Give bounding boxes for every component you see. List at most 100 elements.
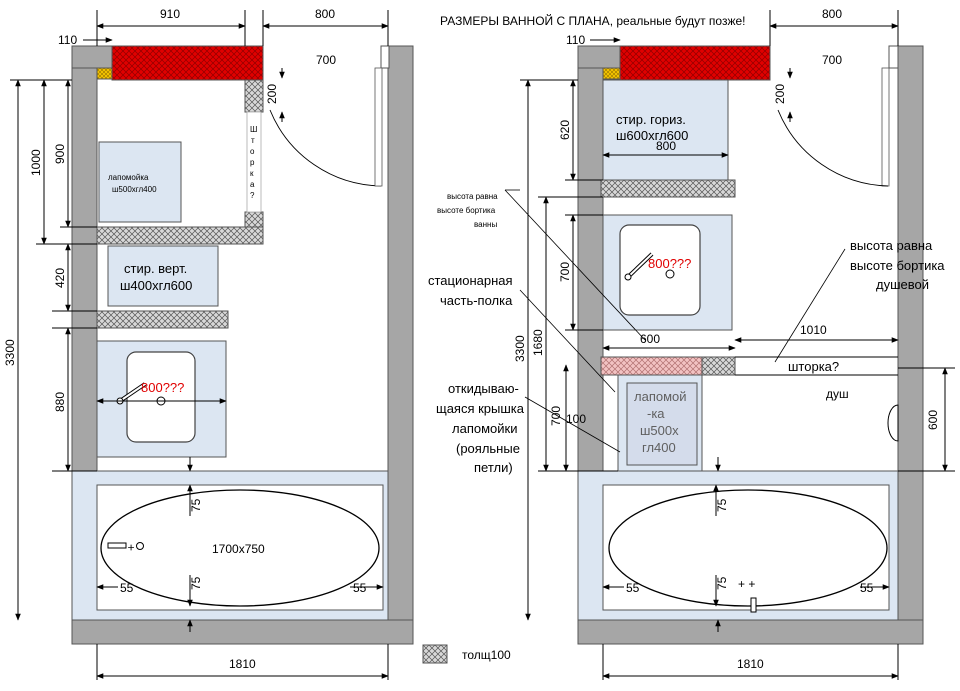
right-note-shower-1: высота равна bbox=[850, 238, 933, 253]
legend-hatch-swatch bbox=[422, 644, 448, 664]
right-sink-faucet-inner bbox=[627, 253, 653, 278]
left-tub-dim-55-right: 55 bbox=[353, 581, 367, 595]
right-hatch-shelf-gray bbox=[701, 356, 736, 376]
right-wall-bottom bbox=[577, 619, 924, 645]
right-dim-600-shower: 600 bbox=[926, 410, 940, 430]
svg-text:Ш: Ш bbox=[250, 125, 257, 134]
left-wall-top-stub bbox=[71, 45, 113, 69]
right-laundry-sink-line-2: -ка bbox=[647, 406, 665, 421]
left-dim-880: 880 bbox=[53, 392, 67, 412]
left-door-swing bbox=[269, 109, 382, 187]
left-dim-700: 700 bbox=[316, 53, 336, 67]
left-laundry-sink-name: лапомойка bbox=[108, 173, 149, 182]
left-dim-1810: 1810 bbox=[229, 657, 256, 671]
right-tub-marks: + + bbox=[738, 577, 755, 591]
right-wall-top-stub bbox=[577, 45, 621, 69]
right-laundry-sink-line-3: ш500х bbox=[640, 423, 679, 438]
right-note-lid-3: лапомойки bbox=[452, 421, 517, 436]
svg-text:?: ? bbox=[250, 191, 255, 200]
right-dim-700: 700 bbox=[822, 53, 842, 67]
left-dim-910: 910 bbox=[160, 7, 180, 21]
right-shower-head bbox=[887, 404, 899, 442]
left-dim-900: 900 bbox=[53, 144, 67, 164]
left-tub-size: 1700х750 bbox=[212, 542, 265, 556]
right-note-lid-4: (рояльные bbox=[456, 441, 520, 456]
right-dim-100: 100 bbox=[566, 412, 586, 426]
left-washer bbox=[107, 245, 219, 307]
left-dim-800: 800 bbox=[315, 7, 335, 21]
right-tub-basin bbox=[608, 489, 888, 607]
left-tub-dim-75-top: 75 bbox=[189, 498, 203, 512]
svg-text:а: а bbox=[250, 180, 255, 189]
svg-text:р: р bbox=[250, 158, 255, 167]
left-door-jamb bbox=[374, 67, 383, 187]
right-hatch-shelf-pink bbox=[600, 356, 703, 376]
right-laundry-sink-line-4: гл400 bbox=[642, 440, 676, 455]
right-dim-700-sink: 700 bbox=[558, 262, 572, 282]
left-hatch-right-vertical bbox=[244, 79, 264, 113]
right-tub-dim-75-top: 75 bbox=[715, 498, 729, 512]
right-red-wall bbox=[619, 45, 771, 81]
right-dim-600-shelf: 600 bbox=[640, 332, 660, 346]
right-wall-right bbox=[897, 45, 924, 645]
left-dim-1000: 1000 bbox=[29, 149, 43, 176]
right-dim-200: 200 bbox=[773, 84, 787, 104]
right-note-height-tub-1: высота равна bbox=[447, 192, 498, 201]
left-sink-faucet-inner bbox=[119, 383, 146, 402]
right-shower-label: душ bbox=[826, 387, 849, 401]
right-door-jamb bbox=[881, 67, 890, 187]
left-tub-dim-55-left: 55 bbox=[120, 581, 134, 595]
right-tub-dim-55-right: 55 bbox=[860, 581, 874, 595]
right-sink-drain bbox=[665, 269, 675, 279]
right-tub-dim-55-left: 55 bbox=[626, 581, 640, 595]
right-note-shower-2: высоте бортика bbox=[850, 258, 945, 273]
left-sink-note: 800??? bbox=[141, 380, 184, 395]
right-dim-110: 110 bbox=[566, 33, 585, 47]
right-dim-620: 620 bbox=[558, 120, 572, 140]
right-dim-1810: 1810 bbox=[737, 657, 764, 671]
right-laundry-sink bbox=[626, 382, 698, 466]
left-tub-drain-plug bbox=[107, 542, 127, 549]
right-wall-top-right-stub bbox=[888, 45, 899, 69]
right-hatch-shelf-top bbox=[600, 179, 736, 198]
left-laundry-sink-size: ш500хгл400 bbox=[112, 185, 157, 194]
legend-label: толщ100 bbox=[462, 648, 511, 662]
left-red-wall bbox=[111, 45, 264, 81]
svg-text:о: о bbox=[250, 147, 255, 156]
right-washer-name: стир. гориз. bbox=[616, 112, 686, 127]
left-hatch-bottom-shelf bbox=[96, 226, 264, 245]
right-note-height-tub-3: ванны bbox=[474, 220, 497, 229]
left-washer-name: стир. верт. bbox=[124, 261, 187, 276]
right-note-lid-5: петли) bbox=[474, 460, 513, 475]
left-hatch-mid-shelf bbox=[96, 310, 229, 329]
left-tub-basin bbox=[100, 489, 380, 607]
right-washer bbox=[602, 79, 729, 181]
left-washer-size: ш400хгл600 bbox=[120, 278, 192, 293]
right-sink-bowl bbox=[619, 224, 701, 316]
left-tub-marks: + bbox=[124, 544, 138, 551]
right-dim-3300: 3300 bbox=[513, 335, 527, 362]
left-wall-bottom bbox=[71, 619, 414, 645]
left-tub-overflow bbox=[136, 542, 144, 550]
right-sink-note: 800??? bbox=[648, 256, 691, 271]
right-curtain-label: шторка? bbox=[788, 359, 839, 374]
right-note-shelf-2: часть-полка bbox=[440, 293, 513, 308]
left-dim-3300: 3300 bbox=[3, 339, 17, 366]
svg-text:к: к bbox=[250, 169, 254, 178]
left-laundry-sink bbox=[98, 141, 182, 223]
left-curtain-strip bbox=[246, 111, 262, 213]
svg-text:т: т bbox=[251, 136, 255, 145]
right-dim-800-washer: 800 bbox=[656, 139, 676, 153]
right-dim-700-low: 700 bbox=[549, 406, 563, 426]
right-dim-800: 800 bbox=[822, 7, 842, 21]
right-door-swing bbox=[777, 109, 889, 187]
right-note-shower-3: душевой bbox=[876, 277, 929, 292]
right-dim-1680: 1680 bbox=[531, 329, 545, 356]
right-note-height-tub-2: высоте бортика bbox=[437, 206, 496, 215]
left-dim-420: 420 bbox=[53, 268, 67, 288]
left-dim-200: 200 bbox=[265, 84, 279, 104]
left-curtain-label: Ш т о р к а ? bbox=[250, 125, 257, 200]
right-laundry-sink-line-1: лапомой bbox=[634, 389, 687, 404]
right-yellow-block bbox=[602, 67, 621, 80]
